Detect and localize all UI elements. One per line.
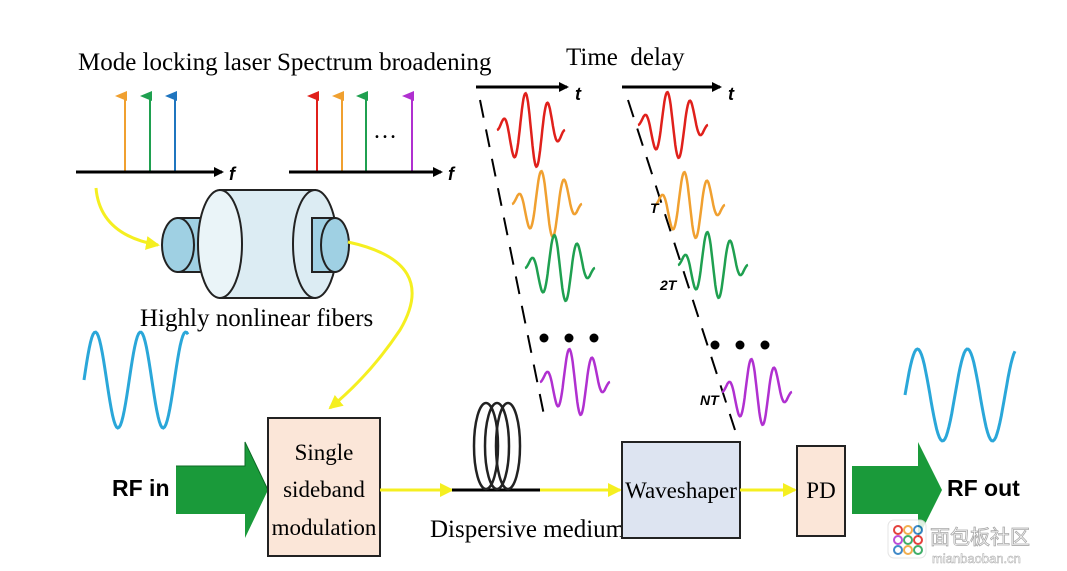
ellipsis-dots-2 [710, 340, 770, 350]
pulses-before-delay [496, 91, 611, 417]
broadened-spectrum: … f [289, 91, 456, 184]
ssb-line-3: modulation [272, 515, 377, 540]
time-delay-label: Time delay [566, 44, 685, 71]
ssb-line-1: Single [295, 440, 354, 465]
spectrum-broadening-label: Spectrum broadening [277, 49, 492, 76]
axis-t-label-2: t [728, 84, 735, 104]
pulse-red [496, 91, 566, 169]
pulse-orange [511, 169, 583, 239]
delay-2T-label: 2T [659, 277, 678, 293]
fiber-to-modulator-connector [328, 240, 414, 410]
highly-nonlinear-fiber-icon [161, 189, 350, 299]
pulse-purple [539, 347, 611, 417]
delayed-pulse-orange [654, 170, 726, 240]
laser-to-fiber-connector [94, 187, 160, 250]
axis-t-label-1: t [575, 84, 582, 104]
pd-label: PD [806, 478, 835, 503]
axis-f-label-1: f [229, 164, 237, 184]
photodetector-box: PD [796, 445, 846, 537]
axis-f-label-2: f [448, 164, 456, 184]
delayed-pulse-green [677, 230, 749, 300]
watermark-text-cn: 面包板社区 [930, 526, 1030, 549]
pulse-green [524, 233, 596, 303]
ssb-line-2: sideband [283, 477, 365, 502]
ellipsis-dots-1 [539, 333, 599, 343]
rf-in-arrow-icon [176, 441, 269, 538]
rf-in-label: RF in [112, 475, 170, 501]
fiber-spool-icon [452, 401, 540, 492]
delay-T-label: T [650, 200, 660, 216]
waveshaper-box: Waveshaper [621, 441, 741, 539]
watermark-text-url: mianbaoban.cn [932, 551, 1021, 566]
mode-locking-spectrum: f [76, 91, 237, 184]
delay-NT-label: NT [700, 392, 720, 408]
rf-out-waveform [903, 347, 1017, 443]
highly-nonlinear-fibers-label: Highly nonlinear fibers [140, 305, 373, 332]
watermark-logo: 面包板社区 mianbaoban.cn [887, 519, 1030, 566]
mode-locking-laser-label: Mode locking laser [78, 49, 272, 76]
rf-out-arrow-icon [852, 442, 942, 538]
dispersive-medium-label: Dispersive medium [430, 516, 626, 543]
spectrum-ellipsis: … [373, 118, 397, 144]
delayed-pulse-red [637, 90, 709, 160]
delayed-pulse-purple [721, 357, 793, 427]
pulses-after-delay [637, 90, 793, 427]
waveshaper-label: Waveshaper [625, 478, 737, 503]
rf-out-label: RF out [947, 475, 1020, 501]
rf-in-waveform [82, 330, 190, 430]
single-sideband-modulation-box: Single sideband modulation [267, 417, 381, 557]
